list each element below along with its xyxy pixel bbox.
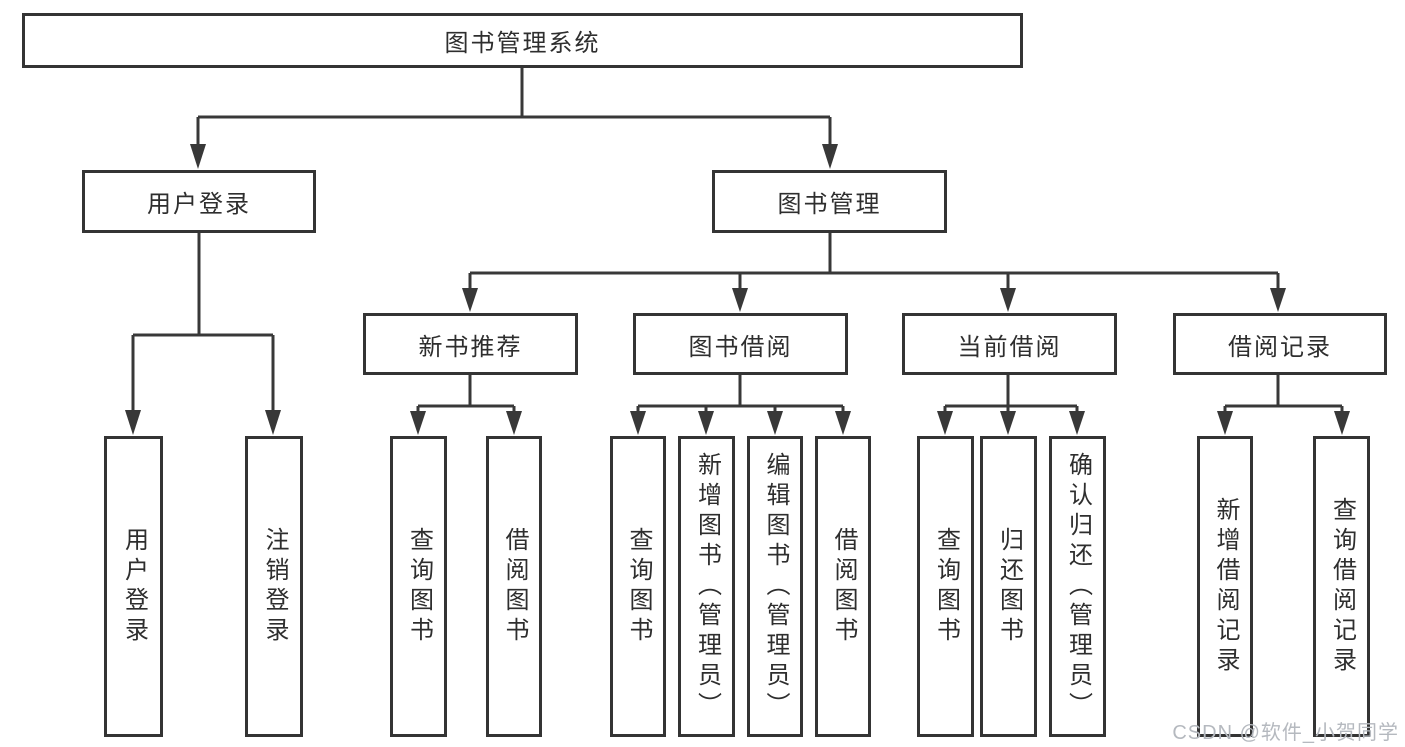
node-label: 编辑图书（管理员）: [762, 451, 789, 722]
node-label: 归还图书: [995, 526, 1023, 647]
node-label: 用户登录: [147, 191, 251, 218]
node-label: 图书借阅: [688, 333, 793, 361]
node-label: 注销登录: [261, 526, 288, 647]
node-book-management: 图书管理: [712, 170, 947, 233]
node-new-book-recommend: 新书推荐: [363, 313, 578, 375]
node-label: 查询图书: [625, 526, 652, 647]
csdn-watermark: CSDN @软件_小贺同学: [1172, 722, 1399, 744]
leaf-query-book-1: 查询图书: [390, 436, 447, 737]
node-label: 借阅图书: [830, 526, 857, 647]
leaf-edit-book-admin: 编辑图书（管理员）: [747, 436, 803, 737]
leaf-borrow-book-1: 借阅图书: [486, 436, 542, 737]
leaf-confirm-return-admin: 确认归还（管理员）: [1049, 436, 1106, 737]
leaf-add-book-admin: 新增图书（管理员）: [678, 436, 735, 737]
leaf-query-book-3: 查询图书: [917, 436, 974, 737]
node-label: 新书推荐: [418, 333, 523, 361]
leaf-user-login: 用户登录: [104, 436, 163, 737]
leaf-borrow-book-2: 借阅图书: [815, 436, 871, 737]
node-label: 用户登录: [120, 526, 148, 647]
leaf-add-borrow-record: 新增借阅记录: [1197, 436, 1253, 737]
node-label: 借阅记录: [1228, 333, 1332, 361]
node-label: 新增借阅记录: [1212, 496, 1239, 677]
node-label: 当前借阅: [957, 333, 1062, 361]
node-book-borrow: 图书借阅: [633, 313, 848, 375]
node-label: 查询图书: [405, 526, 433, 647]
node-current-borrow: 当前借阅: [902, 313, 1117, 375]
node-user-login: 用户登录: [82, 170, 316, 233]
node-label: 图书管理系统: [444, 30, 601, 57]
node-library-system: 图书管理系统: [22, 13, 1023, 68]
node-label: 借阅图书: [501, 526, 528, 647]
leaf-logout: 注销登录: [245, 436, 303, 737]
leaf-query-borrow-record: 查询借阅记录: [1313, 436, 1370, 737]
node-label: 确认归还（管理员）: [1064, 451, 1092, 722]
node-label: 查询借阅记录: [1328, 496, 1356, 677]
node-label: 图书管理: [777, 191, 882, 218]
node-label: 新增图书（管理员）: [693, 451, 721, 722]
leaf-query-book-2: 查询图书: [610, 436, 666, 737]
arrowheads: [125, 144, 1350, 435]
node-borrow-records: 借阅记录: [1173, 313, 1387, 375]
leaf-return-book: 归还图书: [980, 436, 1037, 737]
node-label: 查询图书: [932, 526, 960, 647]
